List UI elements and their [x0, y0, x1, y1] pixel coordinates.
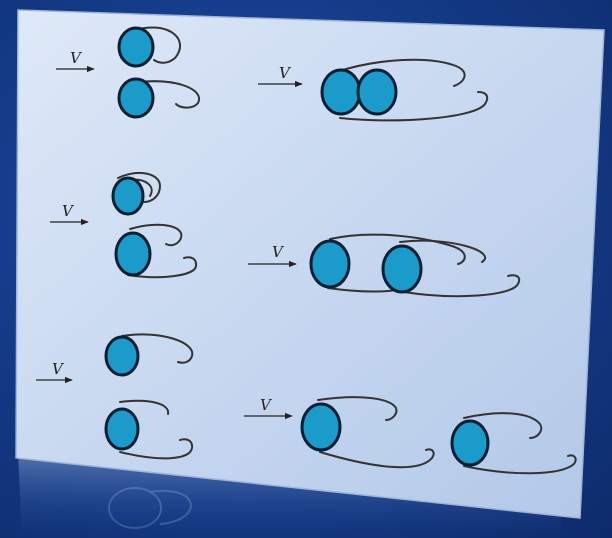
cylinder-r3-left-top [106, 337, 138, 375]
cylinder-r2-right-a [311, 241, 349, 287]
cylinder-r3-right-b [452, 421, 488, 465]
cylinder-r3-right-a [302, 404, 340, 450]
cylinder-r1-left-bottom [119, 79, 153, 117]
cylinder-r2-left-top [113, 178, 143, 214]
cylinder-r1-right-a [322, 70, 360, 114]
cylinder-r3-left-bottom [106, 409, 138, 449]
cylinder-r2-left-bottom [116, 233, 150, 275]
cylinder-r2-right-b [383, 246, 421, 292]
cylinder-r1-right-b [358, 70, 396, 114]
cylinder-r1-left-top [119, 28, 153, 66]
